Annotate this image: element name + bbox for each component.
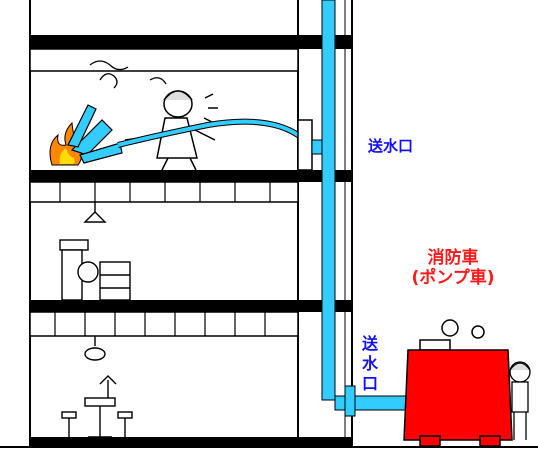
floor-slabs xyxy=(29,35,352,447)
fire-truck-label-line1: 消防車 xyxy=(427,248,479,268)
smoke xyxy=(89,60,167,89)
standpipe xyxy=(297,0,414,417)
inlet-lower-label: 送 水 口 xyxy=(360,334,380,394)
fire-truck xyxy=(403,319,513,447)
inlet-lower-char-2: 水 xyxy=(361,354,378,373)
water-spray xyxy=(67,104,123,164)
office-furniture xyxy=(59,202,131,301)
hose xyxy=(117,118,319,148)
fire-truck-label-line2: (ポンプ車) xyxy=(411,268,495,288)
building xyxy=(29,0,353,447)
fire-truck-label: 消防車 (ポンプ車) xyxy=(398,248,508,288)
inlet-lower-char-1: 送 xyxy=(361,334,378,353)
pump-operator xyxy=(509,361,531,440)
inlet-lower-char-3: 口 xyxy=(361,374,378,393)
inlet-upper-label: 送水口 xyxy=(368,137,414,155)
lobby-furniture xyxy=(61,336,133,438)
